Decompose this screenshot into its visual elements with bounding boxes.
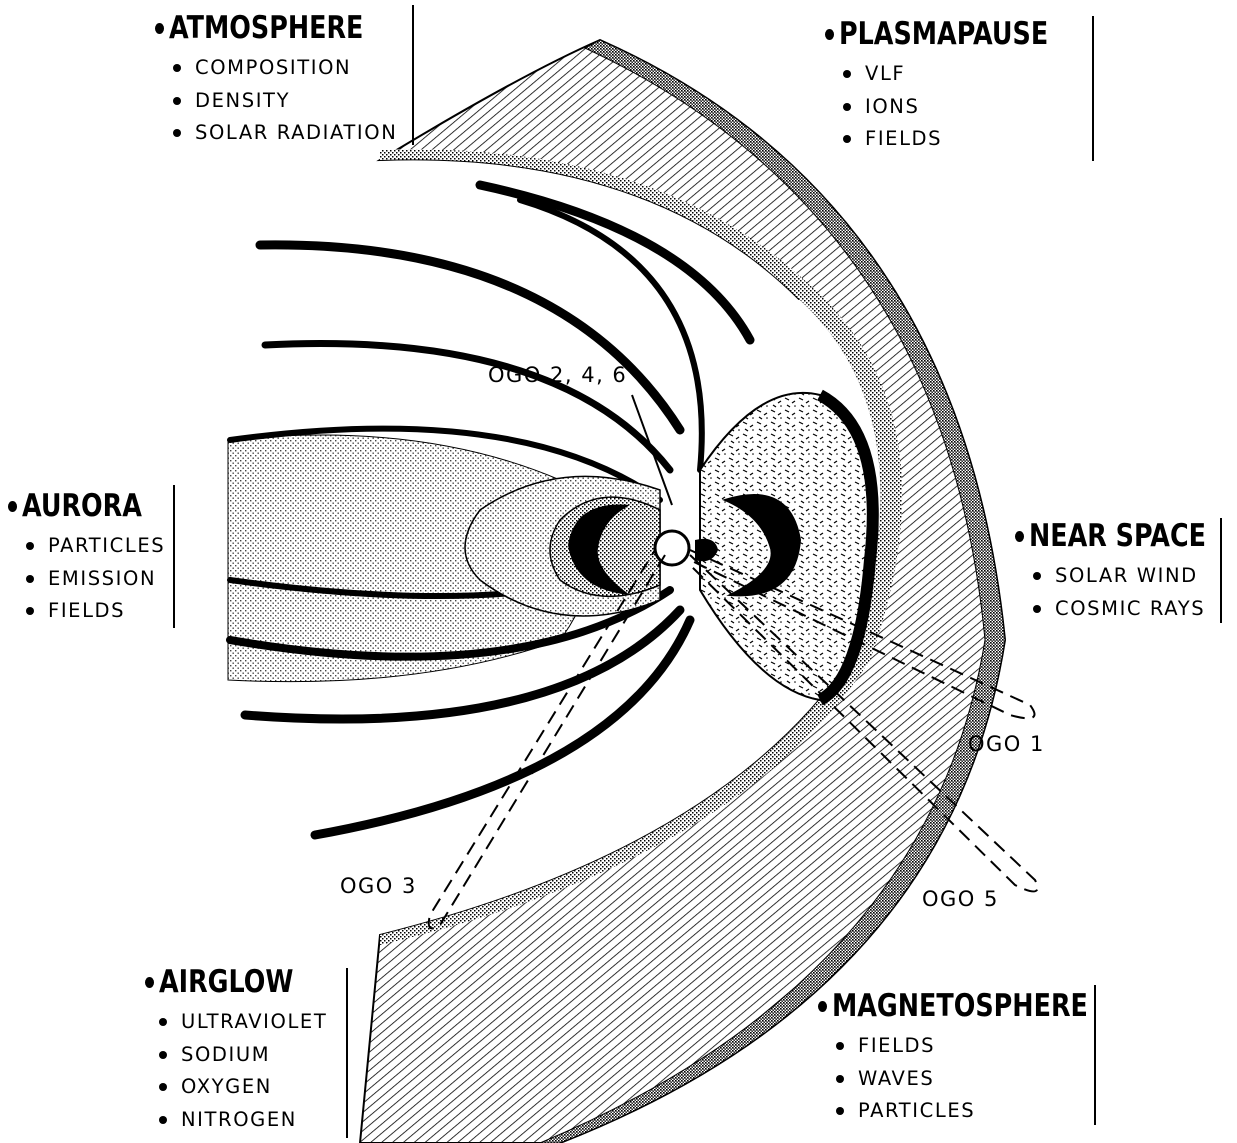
- airglow-title: AIRGLOW: [159, 964, 294, 1000]
- magnetosphere-title: MAGNETOSPHERE: [832, 988, 1088, 1024]
- list-item: PARTICLES: [836, 1095, 1147, 1128]
- bullet-icon: [173, 129, 181, 137]
- near-space-title: NEAR SPACE: [1029, 518, 1206, 554]
- bullet-icon: [173, 97, 181, 105]
- bullet-icon: [173, 64, 181, 72]
- bullet-icon: [836, 1107, 844, 1115]
- divider: [173, 485, 175, 628]
- divider: [1220, 518, 1222, 623]
- divider: [1094, 985, 1096, 1125]
- bullet-icon: [825, 29, 834, 40]
- divider: [346, 968, 348, 1138]
- list-item: FIELDS: [836, 1030, 1147, 1063]
- list-item: COSMIC RAYS: [1033, 593, 1237, 626]
- list-item: SOLAR RADIATION: [173, 117, 409, 150]
- plasmapause-title: PLASMAPAUSE: [839, 16, 1048, 52]
- bullet-icon: [159, 1116, 167, 1124]
- bullet-icon: [145, 977, 154, 988]
- earth: [655, 531, 689, 565]
- bullet-icon: [1033, 605, 1041, 613]
- aurora-block: AURORA PARTICLES EMISSION FIELDS: [8, 488, 171, 628]
- magnetosphere-block: MAGNETOSPHERE FIELDS WAVES PARTICLES: [818, 988, 1147, 1128]
- airglow-block: AIRGLOW ULTRAVIOLET SODIUM OXYGEN NITROG…: [145, 964, 327, 1136]
- near-space-block: NEAR SPACE SOLAR WIND COSMIC RAYS: [1015, 518, 1237, 625]
- bullet-icon: [843, 70, 851, 78]
- list-item: DENSITY: [173, 85, 409, 118]
- list-item: IONS: [843, 91, 1097, 124]
- divider: [1092, 16, 1094, 161]
- list-item: VLF: [843, 58, 1097, 91]
- bullet-icon: [155, 23, 164, 34]
- bullet-icon: [843, 103, 851, 111]
- plasmapause-block: PLASMAPAUSE VLF IONS FIELDS: [825, 16, 1097, 156]
- divider: [412, 5, 414, 145]
- bullet-icon: [26, 542, 34, 550]
- list-item: NITROGEN: [159, 1104, 327, 1137]
- aurora-title: AURORA: [22, 488, 142, 524]
- atmosphere-block: ATMOSPHERE COMPOSITION DENSITY SOLAR RAD…: [155, 10, 409, 150]
- list-item: SODIUM: [159, 1039, 327, 1072]
- list-item: OXYGEN: [159, 1071, 327, 1104]
- bullet-icon: [1033, 572, 1041, 580]
- list-item: FIELDS: [843, 123, 1097, 156]
- ogo-5-label: OGO 5: [922, 887, 999, 911]
- bullet-icon: [836, 1075, 844, 1083]
- bullet-icon: [26, 607, 34, 615]
- list-item: SOLAR WIND: [1033, 560, 1237, 593]
- bullet-icon: [159, 1051, 167, 1059]
- list-item: PARTICLES: [26, 530, 171, 563]
- bullet-icon: [26, 575, 34, 583]
- ogo-246-label: OGO 2, 4, 6: [488, 363, 627, 387]
- bullet-icon: [8, 501, 17, 512]
- bullet-icon: [843, 135, 851, 143]
- bullet-icon: [159, 1083, 167, 1091]
- atmosphere-title: ATMOSPHERE: [169, 10, 363, 46]
- list-item: ULTRAVIOLET: [159, 1006, 327, 1039]
- list-item: EMISSION: [26, 563, 171, 596]
- ogo-1-label: OGO 1: [968, 732, 1045, 756]
- list-item: COMPOSITION: [173, 52, 409, 85]
- ogo-3-label: OGO 3: [340, 874, 417, 898]
- bullet-icon: [836, 1042, 844, 1050]
- list-item: WAVES: [836, 1063, 1147, 1096]
- bullet-icon: [1015, 531, 1024, 542]
- bullet-icon: [159, 1018, 167, 1026]
- bullet-icon: [818, 1001, 827, 1012]
- list-item: FIELDS: [26, 595, 171, 628]
